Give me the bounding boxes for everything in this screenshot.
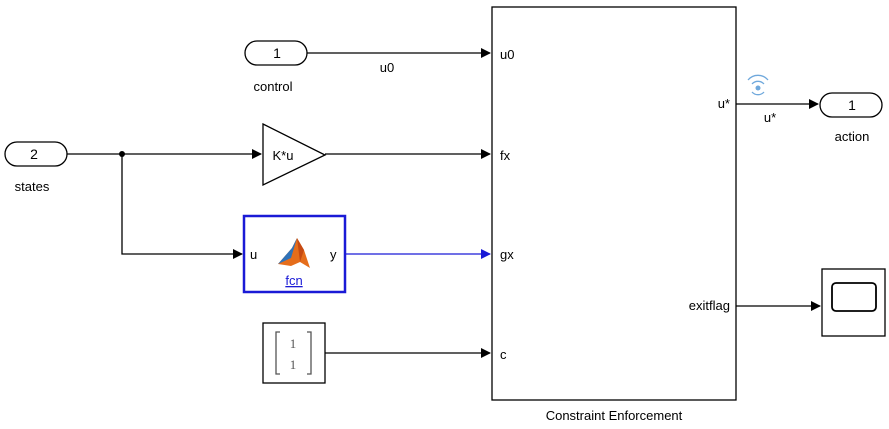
wire-states-to-fcn[interactable] (121, 154, 243, 259)
constant-row-2: 1 (290, 357, 297, 372)
gain-block[interactable]: K*u (262, 122, 327, 187)
subsystem-input-u0: u0 (500, 47, 514, 62)
signal-logging-icon[interactable] (747, 74, 769, 96)
subsystem-name: Constraint Enforcement (546, 408, 683, 423)
subsystem-output-exitflag: exitflag (689, 298, 730, 313)
matlab-logo-icon (278, 238, 310, 268)
constant-row-1: 1 (290, 336, 297, 351)
constraint-enforcement-subsystem[interactable]: u0 fx gx c u* exitflag (491, 6, 737, 401)
fcn-input-label: u (250, 247, 257, 262)
subsystem-input-fx: fx (500, 148, 511, 163)
left-bracket-icon (275, 331, 280, 375)
subsystem-input-c: c (500, 347, 507, 362)
inport-states[interactable]: 2 (4, 141, 68, 167)
fcn-output-label: y (330, 247, 337, 262)
outport-action-number: 1 (848, 97, 856, 113)
signal-label-ustar: u* (764, 110, 776, 125)
subsystem-input-gx: gx (500, 247, 514, 262)
constant-block[interactable]: 1 1 (262, 322, 326, 384)
inport-control-number: 1 (273, 45, 281, 61)
inport-states-label: states (15, 179, 50, 194)
inport-states-number: 2 (30, 146, 38, 162)
scope-block[interactable] (821, 268, 886, 337)
right-bracket-icon (307, 331, 312, 375)
signal-label-u0: u0 (380, 60, 394, 75)
inport-control[interactable]: 1 (244, 40, 308, 66)
outport-action[interactable]: 1 (819, 92, 883, 118)
fcn-name[interactable]: fcn (285, 273, 302, 288)
matlab-function-block[interactable]: u y fcn (242, 214, 347, 294)
outport-action-label: action (835, 129, 870, 144)
scope-screen-icon (831, 282, 877, 312)
inport-control-label: control (253, 79, 292, 94)
gain-label: K*u (273, 148, 294, 163)
subsystem-output-ustar: u* (718, 96, 730, 111)
